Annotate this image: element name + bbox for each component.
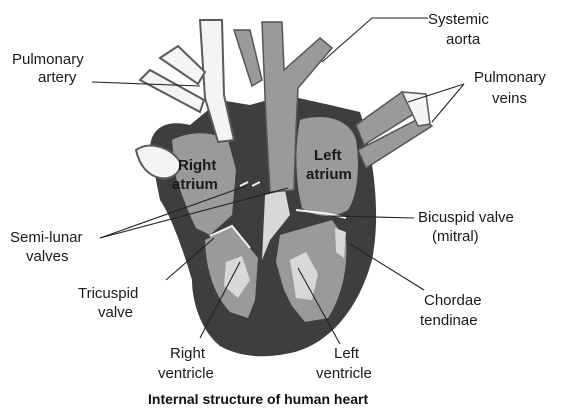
label-bicuspid-valve: Bicuspid valve (mitral) [418, 209, 518, 245]
diagram-caption: Internal structure of human heart [148, 391, 368, 407]
label-tricuspid-valve: Tricuspid valve [78, 285, 142, 321]
label-right-ventricle: Right ventricle [158, 345, 214, 382]
label-systemic-aorta: Systemic aorta [428, 11, 493, 48]
label-pulmonary-artery: Pulmonary artery [12, 51, 88, 86]
leader-systemic-aorta [322, 18, 428, 62]
label-chordae-tendinae: Chordae tendinae [420, 292, 486, 329]
label-left-ventricle: Left ventricle [316, 345, 372, 382]
aorta-branch-left [234, 30, 262, 86]
label-pulmonary-veins: Pulmonary veins [474, 69, 550, 107]
label-semilunar-valves: Semi-lunar valves [10, 229, 87, 265]
